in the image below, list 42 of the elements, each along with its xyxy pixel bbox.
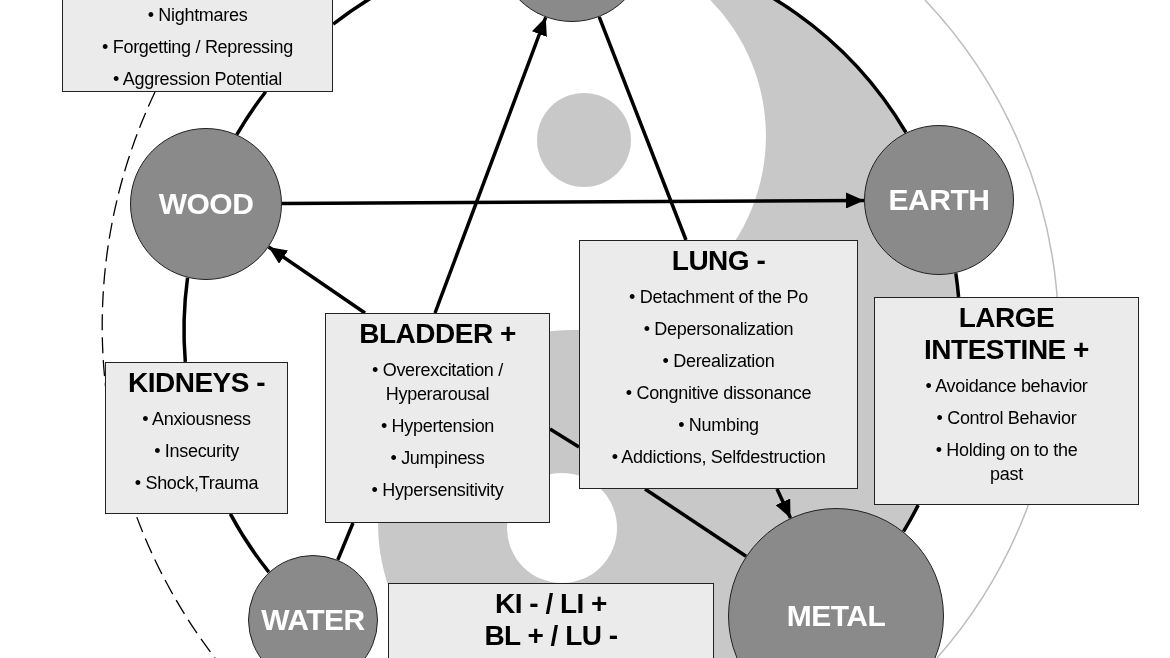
bullet-item: • Derealization [662,350,775,373]
arrow [267,245,366,315]
bullet-item: • Forgetting / Repressing [102,36,293,59]
cycle-arc [954,273,961,298]
bullet-item: • Aggression Potential [113,68,282,91]
element-label: WOOD [158,187,254,221]
bullet-item: • Anxiousness [142,408,251,431]
bullet-item: • Shock,Trauma [134,472,259,495]
bullet-item: • Holding on to the past [934,439,1079,486]
bullet-item: • Nightmares [147,4,248,27]
arrow [282,192,864,209]
bullet-item: • Depersonalization [643,318,794,341]
symptom-box [874,297,1139,505]
bullet-item: • Hypersensitivity [371,479,504,502]
bullet-item: • Avoidance behavior [925,375,1088,398]
symptom-box [62,0,333,92]
element-label: METAL [786,599,886,633]
bullet-item: • Addictions, Selfdestruction [611,446,826,469]
arrow [433,16,548,314]
bullet-item: • Congnitive dissonance [625,382,812,405]
cycle-arc [235,90,268,136]
box-heading: KIDNEYS - [127,367,266,399]
symptom-box [325,313,550,523]
cycle-arc [182,277,190,363]
bullet-item: • Hypertension [380,415,495,438]
bullet-item: • Overexcitation / Hyperarousal [371,359,504,406]
cycle-arc [228,512,271,574]
box-heading: BLADDER + [359,318,516,350]
element-label: EARTH [888,183,990,217]
bullet-item: • Insecurity [154,440,239,463]
box-heading: LARGE INTESTINE + [923,302,1090,366]
symptom-box [105,362,288,514]
box-heading: KI - / LI + BL + / LU - [483,588,619,652]
symptom-box [579,240,858,489]
box-heading: LUNG - [671,245,766,277]
arrow [775,488,793,519]
bullet-item: • Control Behavior [936,407,1077,430]
bullet-item: • Numbing [678,414,759,437]
bullet-item: • Jumpiness [390,447,485,470]
bullet-item: • Detachment of the Po [629,286,808,309]
cycle-arc [902,504,920,533]
element-label: WATER [261,603,365,637]
